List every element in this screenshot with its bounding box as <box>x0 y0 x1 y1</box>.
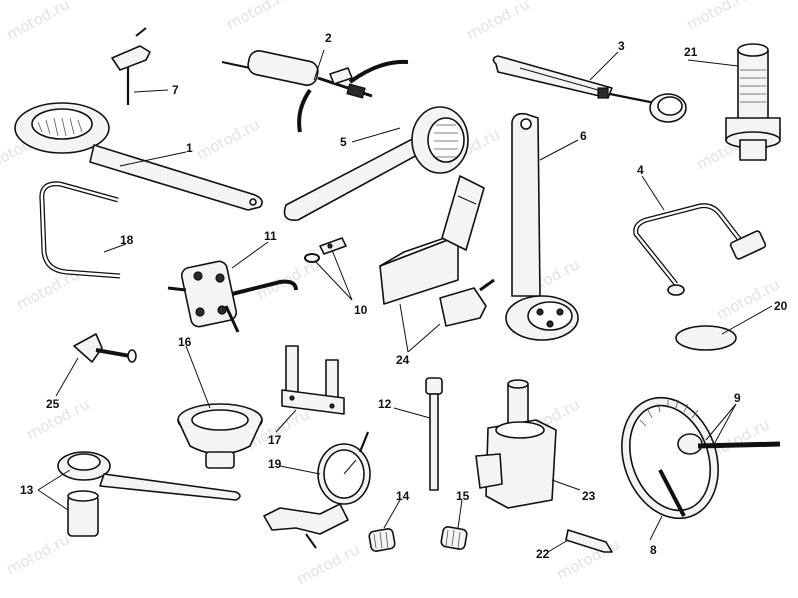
callout-13: 13 <box>20 483 34 497</box>
tool-14-knurled-cap <box>368 528 396 552</box>
callout-12: 12 <box>378 397 392 411</box>
watermark: motod.ru <box>293 540 362 588</box>
callout-10: 10 <box>354 303 368 317</box>
watermark: motod.ru <box>713 275 782 323</box>
tool-9-degree-disc <box>621 396 781 520</box>
callout-25: 25 <box>46 397 60 411</box>
tool-19-dial-gauge <box>263 431 371 549</box>
callout-15: 15 <box>456 489 470 503</box>
tool-16-filter-socket <box>177 403 263 469</box>
tool-7-pin <box>111 27 151 105</box>
watermark: motod.ru <box>463 0 532 44</box>
tool-22-small-drift <box>565 529 613 553</box>
tool-17-holder-frame <box>281 345 345 415</box>
watermark: motod.ru <box>3 530 72 578</box>
callout-14: 14 <box>396 489 410 503</box>
callout-18: 18 <box>120 233 134 247</box>
tool-5-socket-wrench <box>283 106 469 222</box>
callout-11: 11 <box>264 229 277 243</box>
callout-4: 4 <box>637 163 644 177</box>
tool-4-crank-handle <box>633 203 767 296</box>
callout-23: 23 <box>582 489 596 503</box>
tool-3-punch <box>492 55 687 123</box>
callout-5: 5 <box>340 135 347 149</box>
tool-24-box-and-block <box>379 175 495 327</box>
tool-21-drift <box>725 43 781 161</box>
tool-2-puller <box>221 50 409 133</box>
callout-6: 6 <box>580 129 587 143</box>
callout-16: 16 <box>178 335 192 349</box>
callout-labels: 1 2 3 4 5 6 7 8 9 10 11 12 13 14 15 16 1… <box>20 31 788 561</box>
tool-1-ring-wrench <box>14 102 263 211</box>
callout-1: 1 <box>186 141 193 155</box>
callout-7: 7 <box>172 83 179 97</box>
callout-2: 2 <box>325 31 332 45</box>
leader-lines <box>37 49 773 553</box>
callout-21: 21 <box>684 45 698 59</box>
tool-13-c-spanner <box>57 451 241 537</box>
callout-17: 17 <box>268 433 282 447</box>
callout-22: 22 <box>536 547 550 561</box>
watermark: motod.ru <box>3 0 72 44</box>
watermark: motod.ru <box>193 115 262 163</box>
tool-12-long-pin <box>425 377 443 491</box>
tool-25-adapter <box>73 333 137 363</box>
tool-23-press-tool <box>475 379 557 509</box>
tool-20-shim-disc <box>675 325 737 351</box>
watermark: motod.ru <box>223 0 292 34</box>
watermark: motod.ru <box>683 0 752 34</box>
tool-10-clips <box>304 237 347 263</box>
callout-9: 9 <box>734 391 741 405</box>
callout-19: 19 <box>268 457 282 471</box>
callout-20: 20 <box>774 299 788 313</box>
tool-15-knurled-cap <box>440 526 468 550</box>
tool-11-flange-puller <box>167 260 298 333</box>
tool-18-bent-rod <box>39 181 121 279</box>
tool-6-tube-spanner <box>505 112 579 341</box>
callout-8: 8 <box>650 543 657 557</box>
callout-3: 3 <box>618 39 625 53</box>
callout-24: 24 <box>396 353 410 367</box>
